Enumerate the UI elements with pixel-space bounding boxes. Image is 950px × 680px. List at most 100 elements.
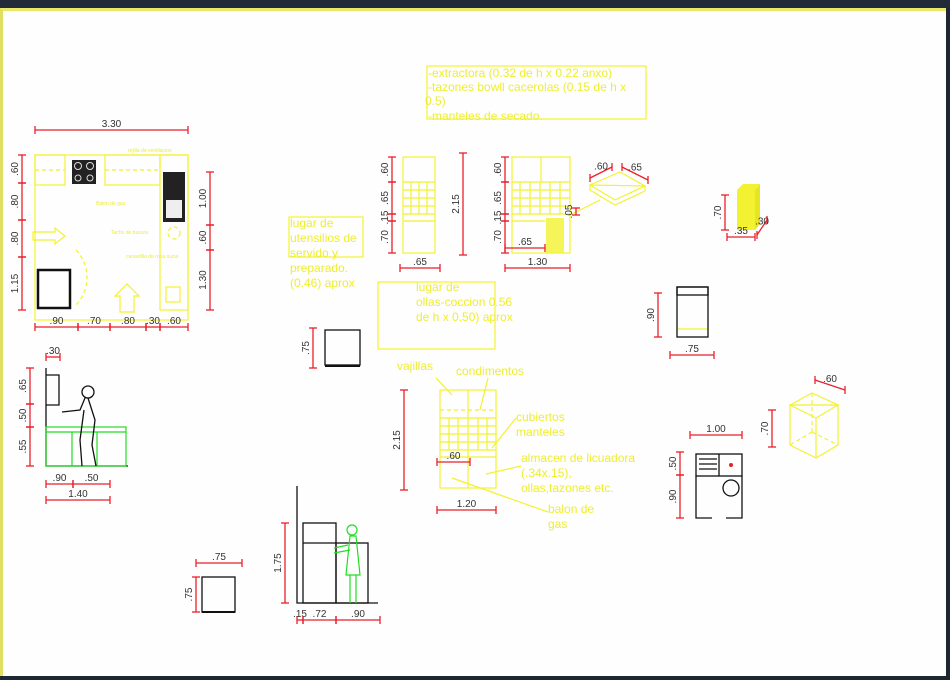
cabinet-elevation-3 (439, 389, 497, 489)
dimension: .60 (493, 156, 509, 183)
dimension-label: 1.15 (10, 273, 21, 293)
dimension: .90 (335, 609, 381, 624)
plan-label: rejilla de ventilacion (128, 148, 172, 154)
dimension: 1.40 (45, 489, 111, 504)
dimension: .65 (621, 163, 649, 184)
dimension-label: 3.30 (102, 119, 122, 130)
dimension-label: .50 (18, 408, 29, 422)
note-text: preparado. (290, 261, 348, 275)
dimension-label: .80 (10, 231, 21, 245)
dimension-label: .65 (493, 191, 504, 205)
dimension-label: .35 (734, 226, 748, 237)
dimension-label: .90 (50, 316, 64, 327)
dimension: .15 (493, 210, 509, 224)
note-text: gas (548, 517, 567, 531)
dimension: .65 (493, 181, 509, 215)
dimension: .90 (34, 316, 79, 331)
dimension: .75 (301, 327, 317, 369)
dimension-label: .65 (413, 257, 427, 268)
dimension-label: .30 (146, 316, 160, 327)
note-text: manteles (516, 425, 565, 439)
note-text: -manteles de secado. (428, 109, 543, 123)
dimension: 1.15 (10, 256, 26, 311)
dimension-label: .75 (685, 344, 699, 355)
note-text: servido y (290, 246, 338, 260)
dimension: .60 (198, 224, 214, 251)
dimension: .75 (669, 344, 715, 359)
dimension-label: .75 (184, 587, 195, 601)
plan-label: Balon de gas (96, 201, 126, 207)
dimension-label: .70 (87, 316, 101, 327)
cabinet-elevation-1 (402, 156, 436, 254)
note-text: lugar de (416, 280, 460, 294)
annotation-notes: -extractora (0.32 de h x 0.22 anxo) -taz… (288, 65, 647, 531)
dimension: .90 (45, 473, 74, 488)
dimension: .60 (159, 316, 189, 331)
dimension-label: .70 (380, 230, 391, 244)
dimension: .50 (18, 403, 34, 428)
dimension-label: .90 (668, 489, 679, 503)
note-text: 0.5) (425, 94, 446, 108)
dimension-label: .60 (447, 451, 461, 462)
dimension: .80 (109, 316, 147, 331)
dimension: .60 (380, 156, 396, 183)
dimension: .70 (380, 220, 396, 254)
dimension-label: .60 (493, 162, 504, 176)
dimension-label: .70 (760, 421, 771, 435)
dimension: .90 (646, 292, 662, 338)
dimension-label: .80 (10, 194, 21, 208)
dimension-label: 1.30 (528, 257, 548, 268)
plan-label: canastilla de ropa sucia (126, 254, 178, 260)
fridge-person-elevation (296, 486, 378, 604)
kitchen-floor-plan: rejilla de ventilacion Balon de gas Tach… (32, 148, 189, 321)
note-text: lugar de (290, 216, 334, 230)
note-text: balon de (548, 502, 594, 516)
dimension-label: .60 (198, 230, 209, 244)
sink-plan-with-person (695, 453, 743, 519)
dimension: .05 (564, 204, 580, 218)
dimension-label: 1.20 (457, 499, 477, 510)
note-text: ollas-coccion 0.56 (416, 295, 512, 309)
dimension: .80 (10, 182, 26, 221)
dimension-label: .50 (85, 473, 99, 484)
dimension-label: 1.00 (706, 424, 726, 435)
dimension-label: 1.00 (198, 188, 209, 208)
dimension-label: .72 (313, 609, 327, 620)
dimension: .70 (77, 316, 111, 331)
dimension-label: .65 (518, 237, 532, 248)
dimension-label: .70 (493, 230, 504, 244)
dimension: .75 (195, 552, 243, 567)
dimension: .30 (45, 346, 61, 361)
dimension: .60 (10, 154, 26, 184)
dimension-label: .60 (10, 162, 21, 176)
dimension-label: .60 (594, 162, 608, 173)
dimension-label: .15 (293, 609, 307, 620)
dimension-label: 2.15 (392, 430, 403, 450)
dimension: .90 (668, 474, 684, 519)
drawer-unit-isometric (737, 184, 760, 230)
cube-isometric (788, 392, 840, 459)
dimension: .70 (760, 409, 776, 448)
fridge-plan-icon (36, 268, 72, 310)
microwave-elevation-2 (201, 576, 236, 613)
dimension-label: .60 (167, 316, 181, 327)
dimension-label: .75 (212, 552, 226, 563)
dimension-label: .30 (755, 217, 769, 228)
dimension-label: .65 (380, 191, 391, 205)
microwave-elevation (324, 329, 361, 367)
dimension: .30 (145, 316, 161, 331)
dimension: 3.30 (34, 119, 189, 134)
note-text: -tazones bowll cacerolas (0.15 de h x (428, 80, 626, 94)
dimension: .60 (589, 162, 613, 182)
dimension-label: 2.15 (451, 194, 462, 214)
dimension: .55 (18, 426, 34, 467)
plan-label: Tacho de basura (111, 230, 148, 236)
dimension: 1.00 (198, 171, 214, 226)
dimension: 1.30 (504, 257, 571, 272)
dimension: .15 (380, 210, 396, 224)
dimension: .65 (504, 237, 546, 252)
dimension: .60 (436, 451, 471, 466)
dimension: .80 (10, 219, 26, 258)
dimension: 1.00 (689, 424, 743, 439)
cabinet-elevation-2 (511, 156, 647, 254)
